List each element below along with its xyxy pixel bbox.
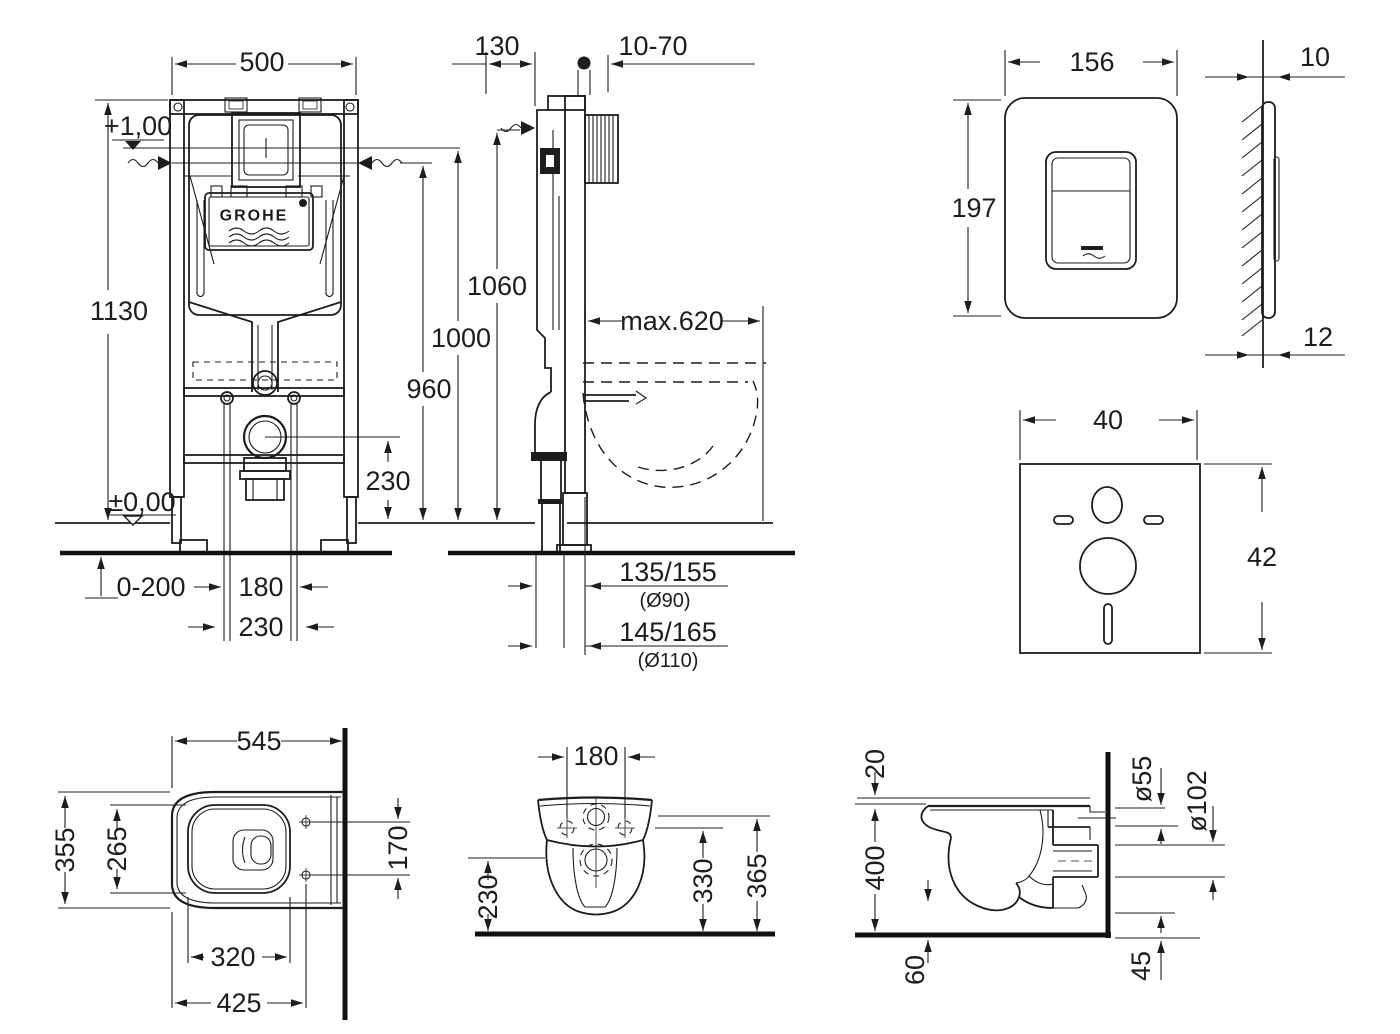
level-mark-zero: ±0,00 <box>108 487 176 526</box>
dim-drain-90: 135/155 <box>619 557 717 587</box>
bowl-silhouette-dashed <box>582 362 766 488</box>
wall-hatch <box>1241 105 1263 337</box>
dim-bowl-hole-spacing: 170 <box>383 825 413 870</box>
bowl-rear-view: 180 230 330 365 <box>468 741 775 937</box>
flush-plate <box>1004 97 1178 319</box>
registered-mark-icon <box>299 199 307 207</box>
dim-level-zero: ±0,00 <box>108 487 175 517</box>
dim-plate-width: 156 <box>1069 47 1114 77</box>
flush-plate-front-view: 156 197 <box>951 47 1178 319</box>
datum-point-icon <box>577 56 591 70</box>
bowl-side-view: 20 400 60 ø55 ø102 45 <box>855 749 1225 985</box>
dim-frame-depth: 130 <box>474 31 519 61</box>
frame-side-view: 130 10-70 max.620 135/155 (Ø90) <box>448 31 795 672</box>
bowl-top-view: 545 355 265 320 425 170 <box>50 726 413 1020</box>
dim-side-flush-dia: ø55 <box>1127 756 1157 803</box>
dim-side-drain-dia: ø102 <box>1182 770 1212 832</box>
water-supply-arrow-left-icon <box>127 156 172 170</box>
water-supply-arrow-right-icon <box>358 156 403 170</box>
dim-side-seat-offset: 20 <box>860 749 890 779</box>
dim-drain-110: 145/165 <box>619 617 717 647</box>
dim-rear-hole-spacing: 180 <box>573 741 618 771</box>
water-supply-arrow-side-icon <box>500 121 535 135</box>
dim-bowl-mount-length: 425 <box>216 988 261 1018</box>
dim-wall-offset: 10-70 <box>618 31 687 61</box>
dim-outlet-spacing-outer: 230 <box>238 612 283 642</box>
dim-bowl-width: 355 <box>50 827 80 872</box>
actuator-opening <box>231 112 301 188</box>
dim-bowl-inner-width: 265 <box>102 826 132 871</box>
height-dimensions: 960 1000 1060 <box>400 121 535 520</box>
flush-plate-side-view: 10 12 <box>1205 40 1345 368</box>
gasket-view: 40 42 <box>1019 405 1277 654</box>
dim-bowl-inner-length: 320 <box>210 942 255 972</box>
dim-supply-height: 960 <box>406 374 451 404</box>
dim-drain-110-dia: (Ø110) <box>638 650 699 672</box>
dim-max-depth: max.620 <box>620 306 724 336</box>
button-wave-icon <box>1081 246 1103 250</box>
brand-name: GROHE <box>220 208 289 225</box>
dim-rear-330: 330 <box>688 858 718 903</box>
grohe-wave-icon <box>228 227 290 235</box>
dim-actuation-height: 1000 <box>431 323 491 353</box>
dim-rear-365: 365 <box>742 853 772 898</box>
dim-frame-height: 1130 <box>90 296 148 326</box>
dim-bowl-length: 545 <box>236 726 281 756</box>
dim-side-clearance: 60 <box>900 955 930 985</box>
dim-side-rim-height: 400 <box>860 845 890 890</box>
cistern-outline <box>188 114 342 316</box>
dim-plate-thickness-bottom: 12 <box>1303 322 1333 352</box>
dim-drain-90-dia: (Ø90) <box>639 590 690 612</box>
dim-side-floor-gap: 45 <box>1126 951 1156 981</box>
dim-plate-height: 197 <box>951 193 996 223</box>
frame-front-view: GROHE <box>55 47 535 642</box>
dim-level-top: +1,00 <box>104 111 172 141</box>
flush-button <box>1045 151 1137 270</box>
gasket-pad <box>1019 463 1201 654</box>
dim-plate-thickness-top: 10 <box>1300 42 1330 72</box>
dim-gasket-height: 42 <box>1247 542 1277 572</box>
dim-outlet-spacing-inner: 180 <box>238 572 283 602</box>
dim-foot-range: 0-200 <box>116 572 185 602</box>
grohe-logo: GROHE <box>204 192 314 251</box>
wall-anchor-block <box>584 114 619 184</box>
dim-gasket-width: 40 <box>1093 405 1123 435</box>
seat-hinge-glyph <box>232 829 274 871</box>
dim-frame-width: 500 <box>239 47 284 77</box>
level-mark-top: +1,00 <box>104 111 172 150</box>
dim-outlet-height: 230 <box>365 466 410 496</box>
dim-bracket-height: 1060 <box>467 271 527 301</box>
dim-rear-230: 230 <box>473 874 503 919</box>
